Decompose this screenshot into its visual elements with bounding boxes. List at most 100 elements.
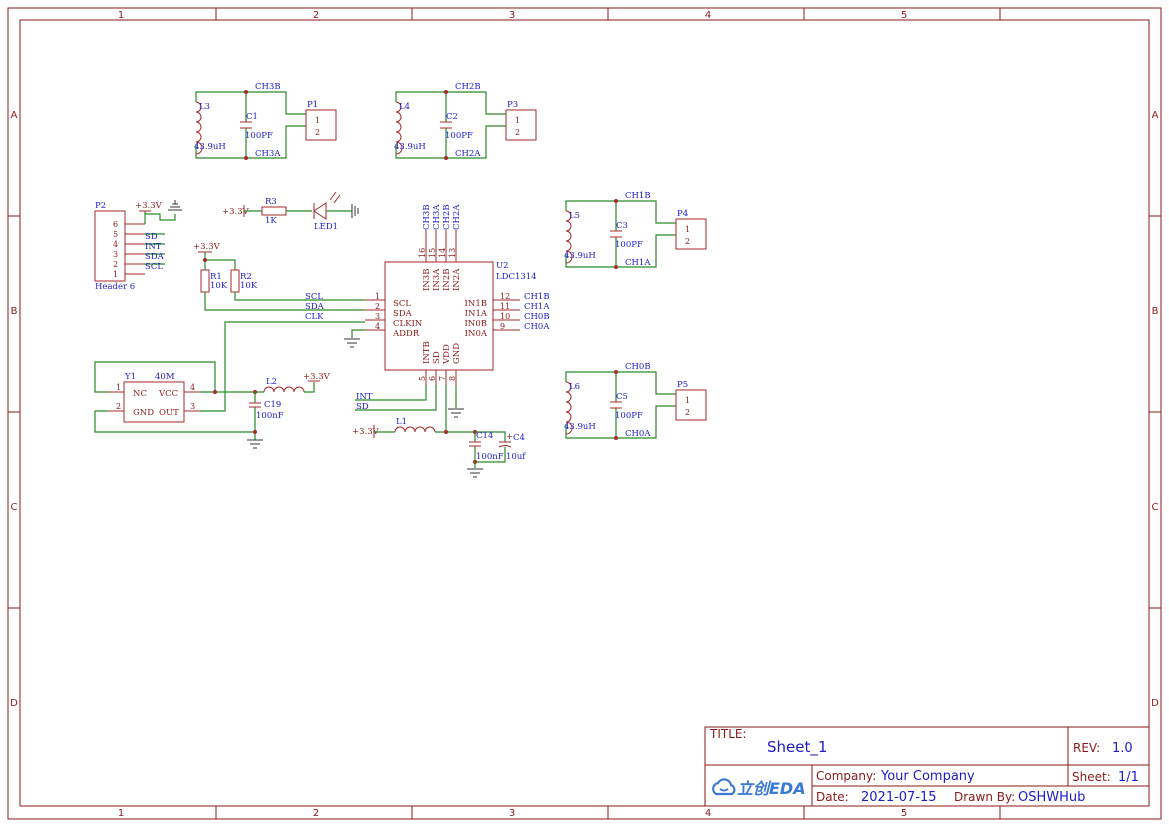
ic-pin-name: IN3B bbox=[422, 269, 432, 291]
inductor-value: 43.9uH bbox=[394, 142, 426, 152]
vcc-label: +3.3V bbox=[222, 207, 250, 217]
net-label: CH2A bbox=[452, 204, 462, 230]
ic-pin-num: 3 bbox=[375, 312, 380, 321]
rev-value: 1.0 bbox=[1112, 741, 1133, 756]
ic-pin-num: 15 bbox=[428, 248, 437, 258]
ic-pin-name: SDA bbox=[393, 309, 413, 319]
column-label: 4 bbox=[705, 808, 711, 819]
ic-pin-num: 8 bbox=[448, 376, 457, 381]
net-label: CH0B bbox=[625, 362, 651, 372]
ic-pin-name: IN1A bbox=[465, 309, 488, 319]
net-label: SCL bbox=[305, 292, 323, 302]
ic-pin-name: IN1B bbox=[465, 299, 487, 309]
row-label: B bbox=[1152, 306, 1159, 317]
net-label: INT bbox=[356, 392, 373, 402]
column-label: 2 bbox=[313, 10, 319, 21]
vcc-label: +3.3V bbox=[193, 242, 221, 252]
net-label: CH3A bbox=[432, 204, 442, 230]
ground-icon bbox=[247, 439, 263, 449]
osc-pin-name: NC bbox=[133, 389, 147, 399]
column-label: 1 bbox=[118, 10, 124, 21]
header-name: Header 6 bbox=[95, 282, 135, 292]
inductor-ref: L3 bbox=[199, 102, 210, 112]
net-label: SCL bbox=[145, 262, 163, 272]
connector-pin: 1 bbox=[515, 116, 520, 125]
net-label: INT bbox=[145, 242, 162, 252]
lc-tank-group: L3 43.9uH C1 100PF CH3B CH3A P1 1 2 L4 43.9uH C2 100… bbox=[194, 82, 707, 440]
ic-pin-num: 2 bbox=[375, 302, 380, 311]
osc-pin-num: 2 bbox=[116, 402, 121, 411]
vcc-label: +3.3V bbox=[135, 201, 163, 211]
row-label: C bbox=[11, 502, 18, 513]
led-circuit: +3.3V R3 1K LED1 bbox=[222, 191, 359, 232]
connector-pin: 2 bbox=[685, 408, 690, 417]
osc-pin-name: VCC bbox=[158, 389, 178, 399]
inductor-value: 43.9uH bbox=[194, 142, 226, 152]
capacitor-value: 100PF bbox=[615, 240, 643, 250]
inductor-l2 bbox=[263, 386, 305, 393]
osc-pin-num: 1 bbox=[116, 383, 121, 392]
column-label: 5 bbox=[901, 808, 907, 819]
title-label: TITLE: bbox=[709, 727, 747, 741]
capacitor-ref: C2 bbox=[446, 112, 458, 122]
connector-pin: 1 bbox=[315, 116, 320, 125]
capacitor-value: 100PF bbox=[445, 131, 473, 141]
osc-pin-name: OUT bbox=[159, 408, 179, 418]
ic-pin-name: IN0B bbox=[465, 319, 487, 329]
company-label: Company: bbox=[816, 769, 876, 783]
connector-ref: P5 bbox=[677, 380, 688, 390]
supply-filter: +3.3V L1 C14 100nF C4 10uf + bbox=[352, 417, 526, 478]
header-pin: 5 bbox=[113, 230, 118, 239]
header-pin: 6 bbox=[113, 220, 118, 229]
inductor-icon bbox=[565, 381, 573, 435]
net-label: SDA bbox=[305, 302, 325, 312]
osc-pin-num: 4 bbox=[190, 383, 195, 392]
column-label: 4 bbox=[705, 10, 711, 21]
header-pin: 1 bbox=[113, 270, 118, 279]
drawn-by-value: OSHWHub bbox=[1018, 790, 1085, 805]
eda-logo: 立创EDA bbox=[737, 779, 806, 798]
company-value: Your Company bbox=[880, 769, 975, 784]
inductor-ref: L4 bbox=[399, 102, 410, 112]
header-pin: 2 bbox=[113, 260, 118, 269]
column-label: 3 bbox=[509, 808, 515, 819]
led-ref: LED1 bbox=[314, 222, 338, 232]
inductor-ref: L6 bbox=[569, 382, 580, 392]
header-pin: 4 bbox=[113, 240, 118, 249]
capacitor-value: 100PF bbox=[615, 411, 643, 421]
osc-pin-num: 3 bbox=[190, 402, 195, 411]
capacitor-ref: C19 bbox=[264, 400, 281, 410]
net-label: CH0B bbox=[524, 312, 550, 322]
sheet-title: Sheet_1 bbox=[767, 738, 827, 757]
connector-pin: 2 bbox=[315, 128, 320, 137]
ic-pin-num: 16 bbox=[418, 248, 427, 258]
vcc-label: +3.3V bbox=[303, 372, 331, 382]
column-label: 1 bbox=[118, 808, 124, 819]
ground-icon bbox=[448, 408, 464, 418]
inductor-icon bbox=[195, 101, 203, 155]
inductor-ref: L5 bbox=[569, 211, 580, 221]
capacitor-ref: C1 bbox=[246, 112, 258, 122]
row-label: A bbox=[1152, 110, 1159, 121]
ic-pin-name: SCL bbox=[393, 299, 411, 309]
net-label: CH1B bbox=[625, 191, 651, 201]
connector-pin: 1 bbox=[685, 225, 690, 234]
sheet-value: 1/1 bbox=[1118, 770, 1139, 785]
ic-pin-name: IN2A bbox=[452, 268, 462, 291]
polarity-mark: + bbox=[506, 432, 513, 442]
ic-pin-name: SD bbox=[432, 351, 442, 364]
column-label: 5 bbox=[901, 10, 907, 21]
net-label: CH3B bbox=[255, 82, 281, 92]
connector-pin: 1 bbox=[685, 396, 690, 405]
connector-pin: 2 bbox=[685, 237, 690, 246]
net-label: CH1A bbox=[524, 302, 550, 312]
pullup-resistors: +3.3V R1 10K R2 10K bbox=[193, 242, 365, 311]
row-label: B bbox=[11, 306, 18, 317]
inductor-ref: L2 bbox=[266, 377, 277, 387]
net-label: SD bbox=[145, 232, 158, 242]
connector-icon bbox=[675, 218, 707, 250]
ic-pin-num: 11 bbox=[500, 302, 510, 311]
connector-ref: P1 bbox=[307, 100, 318, 110]
date-value: 2021-07-15 bbox=[861, 790, 937, 805]
